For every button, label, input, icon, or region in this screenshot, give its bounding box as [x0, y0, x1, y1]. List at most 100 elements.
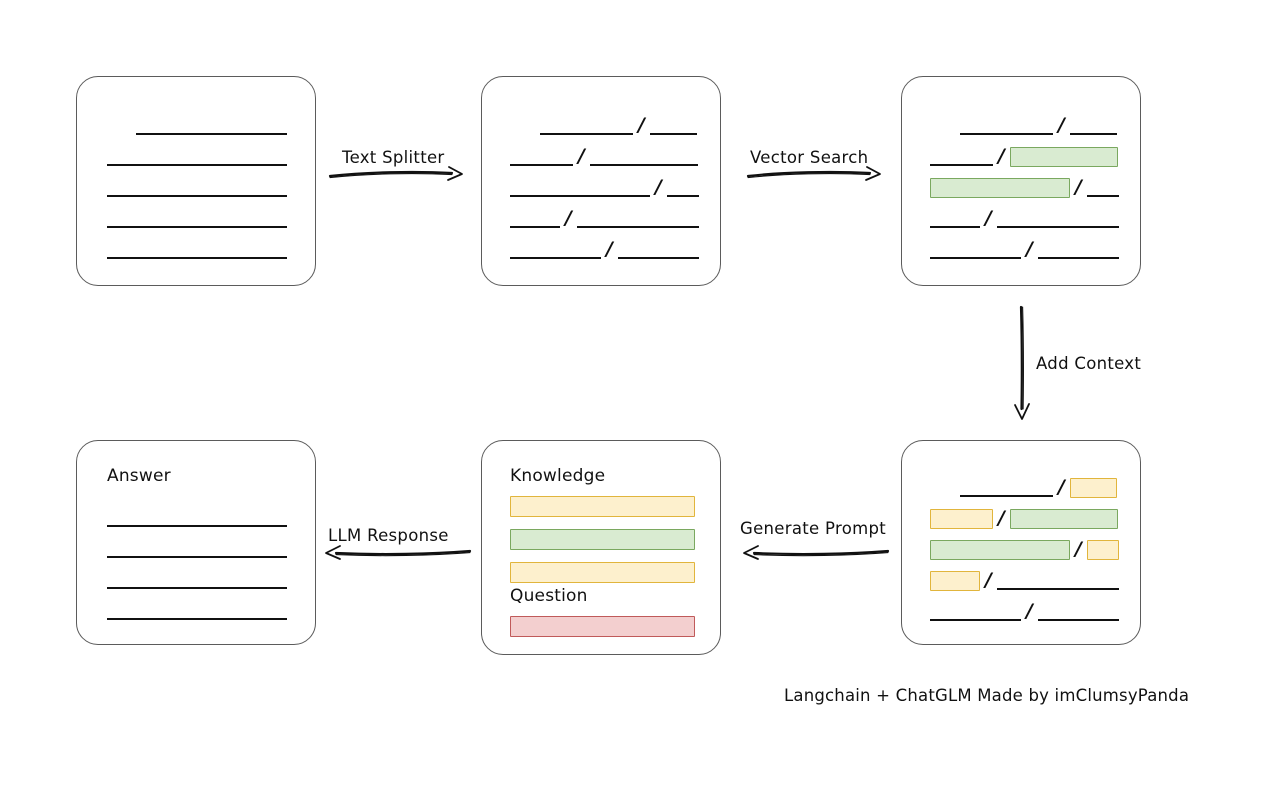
highlight-chip-yellow[interactable]	[1086, 540, 1119, 560]
text-row: /	[930, 539, 1140, 561]
text-row	[107, 146, 315, 168]
text-row	[107, 208, 315, 230]
text-line-segment	[540, 133, 633, 135]
text-row: /	[930, 601, 1140, 623]
text-row: /	[930, 570, 1140, 592]
arrow-label-text-splitter: Text Splitter	[342, 148, 445, 167]
text-line-segment	[930, 257, 1021, 259]
text-line-segment	[107, 556, 287, 558]
box-prompt[interactable]: Knowledge Question	[481, 440, 721, 655]
text-line-segment	[1037, 619, 1119, 621]
text-line-segment	[576, 226, 699, 228]
highlight-chip-yellow[interactable]	[930, 509, 993, 529]
highlight-chip-green[interactable]	[930, 540, 1070, 560]
slash-separator: /	[985, 568, 992, 591]
slash-separator: /	[606, 237, 613, 260]
text-row	[107, 600, 315, 622]
highlight-chip-green[interactable]	[930, 178, 1070, 198]
slash-separator: /	[578, 144, 585, 167]
text-row	[107, 177, 315, 199]
text-line-segment	[589, 164, 698, 166]
text-line-segment	[510, 226, 560, 228]
slash-separator: /	[1075, 537, 1082, 560]
text-line-segment	[1086, 195, 1119, 197]
text-line-segment	[666, 195, 699, 197]
text-line-segment	[960, 495, 1053, 497]
text-line-segment	[930, 226, 980, 228]
vector-matches-lines: / / / / /	[902, 77, 1140, 285]
answer-lines	[77, 441, 315, 644]
slash-separator: /	[638, 113, 645, 136]
box-split-chunks[interactable]: / / / / /	[481, 76, 721, 286]
text-line-segment	[617, 257, 699, 259]
text-row: /	[930, 239, 1140, 261]
highlight-chip-yellow[interactable]	[1069, 478, 1117, 498]
text-row: /	[930, 146, 1140, 168]
context-added-lines: / / / / /	[902, 441, 1140, 644]
text-line-segment	[930, 164, 993, 166]
slash-separator: /	[1026, 599, 1033, 622]
text-line-segment	[510, 195, 650, 197]
text-row: /	[930, 208, 1140, 230]
highlight-chip-yellow[interactable]	[930, 571, 980, 591]
text-line-segment	[107, 525, 287, 527]
text-line-segment	[510, 164, 573, 166]
text-row	[107, 239, 315, 261]
highlight-chip-green[interactable]	[1009, 509, 1118, 529]
text-row	[107, 115, 315, 137]
footer-caption: Langchain + ChatGLM Made by imClumsyPand…	[784, 686, 1190, 705]
arrow-llm-response	[322, 540, 472, 566]
text-row: /	[930, 177, 1140, 199]
slash-separator: /	[655, 175, 662, 198]
prompt-heading-knowledge: Knowledge	[510, 466, 606, 486]
text-line-segment	[107, 618, 287, 620]
text-row: /	[510, 239, 720, 261]
arrow-label-generate-prompt: Generate Prompt	[740, 519, 886, 538]
text-line-segment	[930, 619, 1021, 621]
text-line-segment	[996, 588, 1119, 590]
slash-separator: /	[998, 506, 1005, 529]
text-line-segment	[996, 226, 1119, 228]
text-line-segment	[1037, 257, 1119, 259]
box-context-added[interactable]: / / / / /	[901, 440, 1141, 645]
text-row: /	[510, 208, 720, 230]
split-chunks-lines: / / / / /	[482, 77, 720, 285]
text-line-segment	[960, 133, 1053, 135]
slash-separator: /	[1058, 475, 1065, 498]
text-row: /	[510, 177, 720, 199]
text-row	[107, 538, 315, 560]
text-line-segment	[107, 226, 287, 228]
slash-separator: /	[1058, 113, 1065, 136]
text-line-segment	[1069, 133, 1117, 135]
box-answer[interactable]: Answer	[76, 440, 316, 645]
answer-heading: Answer	[107, 466, 171, 486]
knowledge-bar-2[interactable]	[510, 529, 695, 550]
slash-separator: /	[1026, 237, 1033, 260]
prompt-heading-question: Question	[510, 586, 588, 606]
box-source-document[interactable]	[76, 76, 316, 286]
highlight-chip-green[interactable]	[1009, 147, 1118, 167]
slash-separator: /	[985, 206, 992, 229]
knowledge-bar-1[interactable]	[510, 496, 695, 517]
slash-separator: /	[565, 206, 572, 229]
text-row: /	[930, 115, 1140, 137]
text-row	[107, 569, 315, 591]
question-bar-1[interactable]	[510, 616, 695, 637]
text-line-segment	[107, 195, 287, 197]
text-row: /	[930, 477, 1140, 499]
text-line-segment	[107, 164, 287, 166]
text-line-segment	[107, 257, 287, 259]
text-line-segment	[136, 133, 287, 135]
text-line-segment	[510, 257, 601, 259]
text-line-segment	[649, 133, 697, 135]
text-row	[107, 507, 315, 529]
text-row: /	[510, 115, 720, 137]
text-row: /	[510, 146, 720, 168]
arrow-label-add-context: Add Context	[1036, 354, 1142, 373]
knowledge-bar-3[interactable]	[510, 562, 695, 583]
arrow-add-context	[1009, 305, 1037, 421]
box-vector-matches[interactable]: / / / / /	[901, 76, 1141, 286]
arrow-label-vector-search: Vector Search	[750, 148, 869, 167]
arrow-text-splitter	[328, 160, 468, 186]
